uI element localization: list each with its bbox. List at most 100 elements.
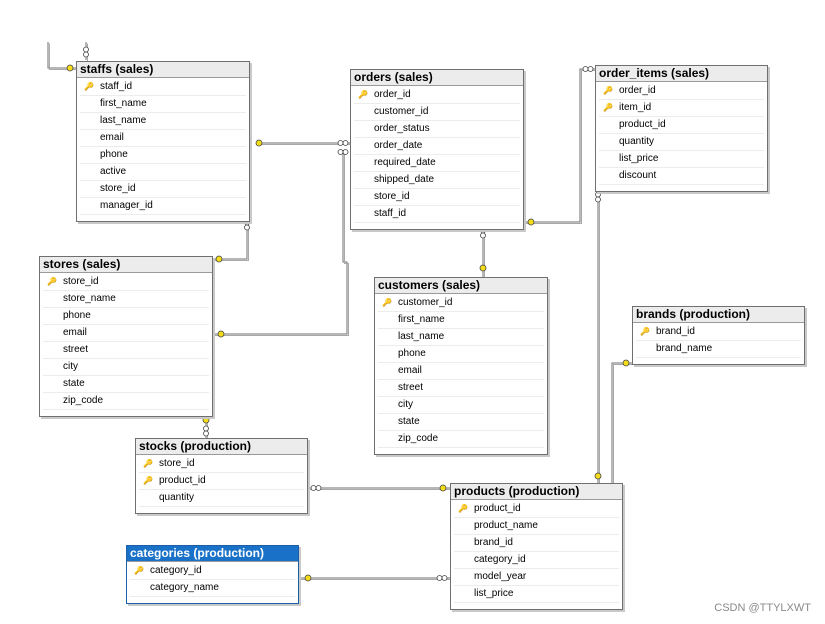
rel-products-brands[interactable] [611, 362, 632, 483]
table-title[interactable]: products (production) [451, 484, 622, 500]
column-row[interactable]: state [43, 376, 209, 393]
column-row[interactable]: street [43, 342, 209, 359]
infinity-icon [337, 140, 344, 146]
table-staffs[interactable]: staffs (sales)🔑staff_id first_name last_na… [76, 61, 250, 222]
column-row[interactable]: phone [378, 346, 544, 363]
column-name: last_name [398, 331, 445, 342]
column-row[interactable]: category_name [130, 580, 295, 597]
column-row[interactable]: zip_code [378, 431, 544, 448]
column-row[interactable]: order_date [354, 138, 520, 155]
column-name: street [63, 344, 89, 355]
column-name: product_name [474, 520, 538, 531]
column-row[interactable]: brand_name [636, 341, 801, 358]
table-title[interactable]: stores (sales) [40, 257, 212, 273]
rel-orderitems-orders[interactable] [524, 68, 595, 223]
infinity-icon [582, 66, 589, 72]
column-row[interactable]: email [80, 130, 246, 147]
key-connector-icon [217, 330, 225, 338]
column-row[interactable]: 🔑staff_id [80, 79, 246, 96]
column-row[interactable]: last_name [378, 329, 544, 346]
column-row[interactable]: first_name [378, 312, 544, 329]
column-name: manager_id [100, 200, 153, 211]
table-title[interactable]: stocks (production) [136, 439, 307, 455]
column-name: zip_code [398, 433, 439, 444]
column-row[interactable]: brand_id [454, 535, 619, 552]
column-row[interactable]: email [43, 325, 209, 342]
column-row[interactable]: staff_id [354, 206, 520, 223]
column-row[interactable]: quantity [599, 134, 764, 151]
column-row[interactable]: 🔑customer_id [378, 295, 544, 312]
infinity-icon [595, 191, 601, 198]
column-name: first_name [398, 314, 445, 325]
table-title[interactable]: categories (production) [127, 546, 298, 562]
column-name: first_name [100, 98, 147, 109]
column-row[interactable]: zip_code [43, 393, 209, 410]
column-name: order_id [374, 89, 411, 100]
key-connector-icon [215, 255, 223, 263]
infinity-icon [315, 485, 322, 491]
column-name: product_id [474, 503, 521, 514]
column-row[interactable]: 🔑product_id [454, 501, 619, 518]
column-row[interactable]: city [43, 359, 209, 376]
column-row[interactable]: required_date [354, 155, 520, 172]
column-name: order_id [619, 85, 656, 96]
rel-orders-stores[interactable] [213, 150, 348, 335]
column-row[interactable]: quantity [139, 490, 304, 507]
key-connector-icon [594, 472, 602, 480]
column-row[interactable]: manager_id [80, 198, 246, 215]
column-name: product_id [159, 475, 206, 486]
column-row[interactable]: store_name [43, 291, 209, 308]
column-row[interactable]: state [378, 414, 544, 431]
column-row[interactable]: 🔑category_id [130, 563, 295, 580]
column-row[interactable]: product_name [454, 518, 619, 535]
column-row[interactable]: order_status [354, 121, 520, 138]
column-name: brand_id [656, 326, 695, 337]
column-name: store_id [159, 458, 195, 469]
column-row[interactable]: 🔑item_id [599, 100, 764, 117]
column-row[interactable]: customer_id [354, 104, 520, 121]
column-row[interactable]: last_name [80, 113, 246, 130]
column-row[interactable]: 🔑order_id [354, 87, 520, 104]
column-row[interactable]: 🔑product_id [139, 473, 304, 490]
column-name: item_id [619, 102, 652, 113]
column-name: store_id [63, 276, 99, 287]
table-title[interactable]: order_items (sales) [596, 66, 767, 82]
column-row[interactable]: phone [43, 308, 209, 325]
column-row[interactable]: store_id [354, 189, 520, 206]
column-row[interactable]: email [378, 363, 544, 380]
column-row[interactable]: product_id [599, 117, 764, 134]
rel-staffs-stores[interactable] [213, 218, 248, 260]
table-title[interactable]: brands (production) [633, 307, 804, 323]
column-row[interactable]: 🔑order_id [599, 83, 764, 100]
table-title[interactable]: staffs (sales) [77, 62, 249, 78]
column-row[interactable]: shipped_date [354, 172, 520, 189]
column-row[interactable]: list_price [454, 586, 619, 603]
key-connector-icon [479, 264, 487, 272]
column-name: list_price [619, 153, 659, 164]
column-row[interactable]: 🔑store_id [139, 456, 304, 473]
table-title[interactable]: customers (sales) [375, 278, 547, 294]
column-row[interactable]: 🔑brand_id [636, 324, 801, 341]
column-row[interactable]: 🔑store_id [43, 274, 209, 291]
table-title[interactable]: orders (sales) [351, 70, 523, 86]
column-row[interactable]: discount [599, 168, 764, 185]
column-row[interactable]: city [378, 397, 544, 414]
column-row[interactable]: list_price [599, 151, 764, 168]
column-row[interactable]: model_year [454, 569, 619, 586]
column-row[interactable]: active [80, 164, 246, 181]
column-row[interactable]: category_id [454, 552, 619, 569]
column-row[interactable]: street [378, 380, 544, 397]
rel-staffs-manager[interactable] [47, 42, 76, 69]
column-row[interactable]: first_name [80, 96, 246, 113]
column-row[interactable]: store_id [80, 181, 246, 198]
column-row[interactable]: phone [80, 147, 246, 164]
